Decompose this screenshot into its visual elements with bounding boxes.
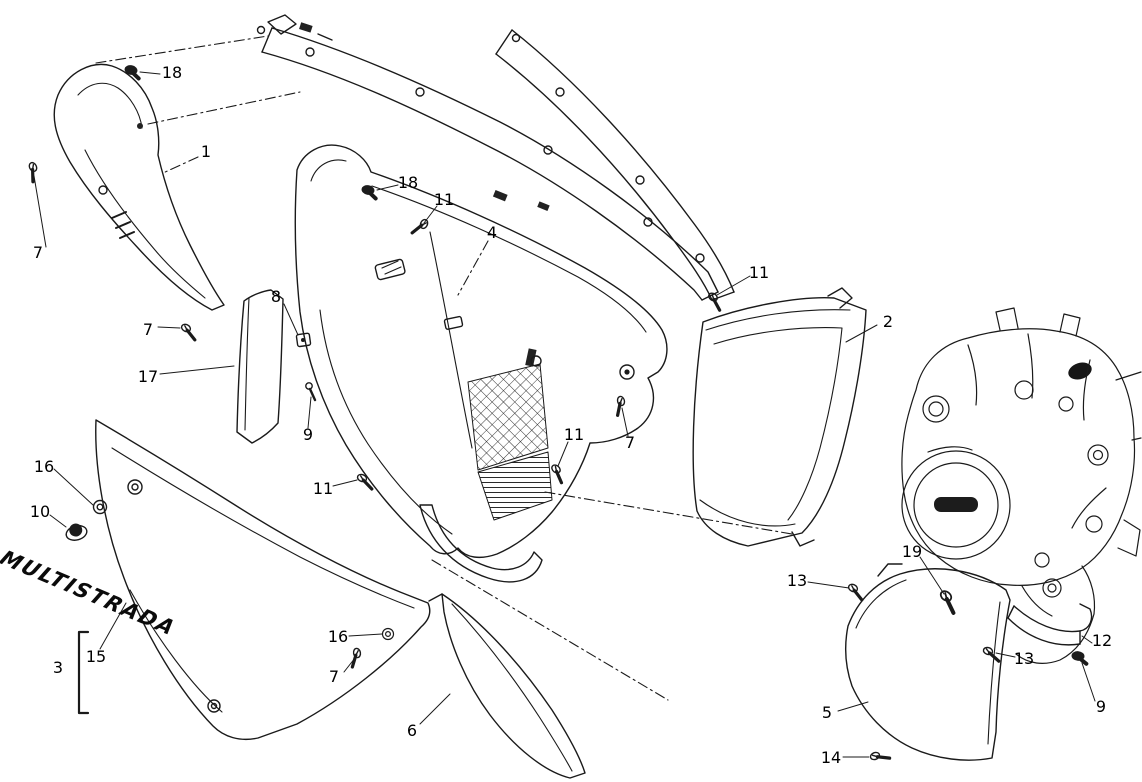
callout-label-7-2: 7 — [32, 243, 44, 262]
construction-lines — [95, 35, 793, 701]
callout-label-6-17: 6 — [406, 721, 418, 740]
callout-label-9-9: 9 — [302, 425, 314, 444]
callout-label-11-18: 11 — [563, 425, 585, 444]
callout-label-4-8: 4 — [486, 223, 498, 242]
callout-label-7-16: 7 — [328, 667, 340, 686]
callout-label-5-24: 5 — [821, 703, 833, 722]
center-fairing-part-4 — [294, 144, 668, 583]
callout-label-13-22: 13 — [786, 571, 808, 590]
top-hinge-details — [256, 14, 333, 41]
callout-label-19-23: 19 — [901, 542, 923, 561]
callout-label-18-6: 18 — [397, 173, 419, 192]
fasteners — [23, 62, 1090, 766]
lower-left-fairing-part-15 — [95, 419, 431, 741]
lower-right-cover-part-5 — [844, 563, 1011, 761]
lower-center-panel-part-6 — [428, 593, 586, 779]
callout-label-11-7: 11 — [433, 190, 455, 209]
callout-label-10-12: 10 — [29, 502, 51, 521]
leader-lines — [33, 71, 1096, 758]
callout-label-1-1: 1 — [200, 142, 212, 161]
callout-label-15-13: 15 — [85, 647, 107, 666]
left-side-panel-part-1 — [53, 63, 225, 311]
callout-label-13-27: 13 — [1013, 649, 1035, 668]
callout-label-9-28: 9 — [1095, 697, 1107, 716]
upper-trim-strip — [261, 27, 735, 301]
bracket-part-3 — [77, 630, 90, 715]
rubber-pad-part-17 — [236, 289, 284, 444]
callout-label-17-5: 17 — [137, 367, 159, 386]
callout-label-11-10: 11 — [312, 479, 334, 498]
callout-label-11-20: 11 — [748, 263, 770, 282]
bracket-part-12 — [1007, 603, 1093, 646]
callout-label-8-3: 8 — [270, 287, 282, 306]
pin-9-icon — [305, 382, 317, 402]
right-side-panel-part-2 — [692, 287, 867, 547]
callout-label-7-19: 7 — [624, 433, 636, 452]
callout-label-7-4: 7 — [142, 320, 154, 339]
callout-label-12-26: 12 — [1091, 631, 1113, 650]
engine-crankcase — [901, 307, 1142, 664]
callout-label-2-21: 2 — [882, 312, 894, 331]
callout-label-14-25: 14 — [820, 748, 842, 767]
callout-label-16-11: 16 — [33, 457, 55, 476]
callout-label-18-0: 18 — [161, 63, 183, 82]
callout-label-16-15: 16 — [327, 627, 349, 646]
callout-label-3-14: 3 — [52, 658, 64, 677]
clip-8-icon — [295, 332, 312, 348]
